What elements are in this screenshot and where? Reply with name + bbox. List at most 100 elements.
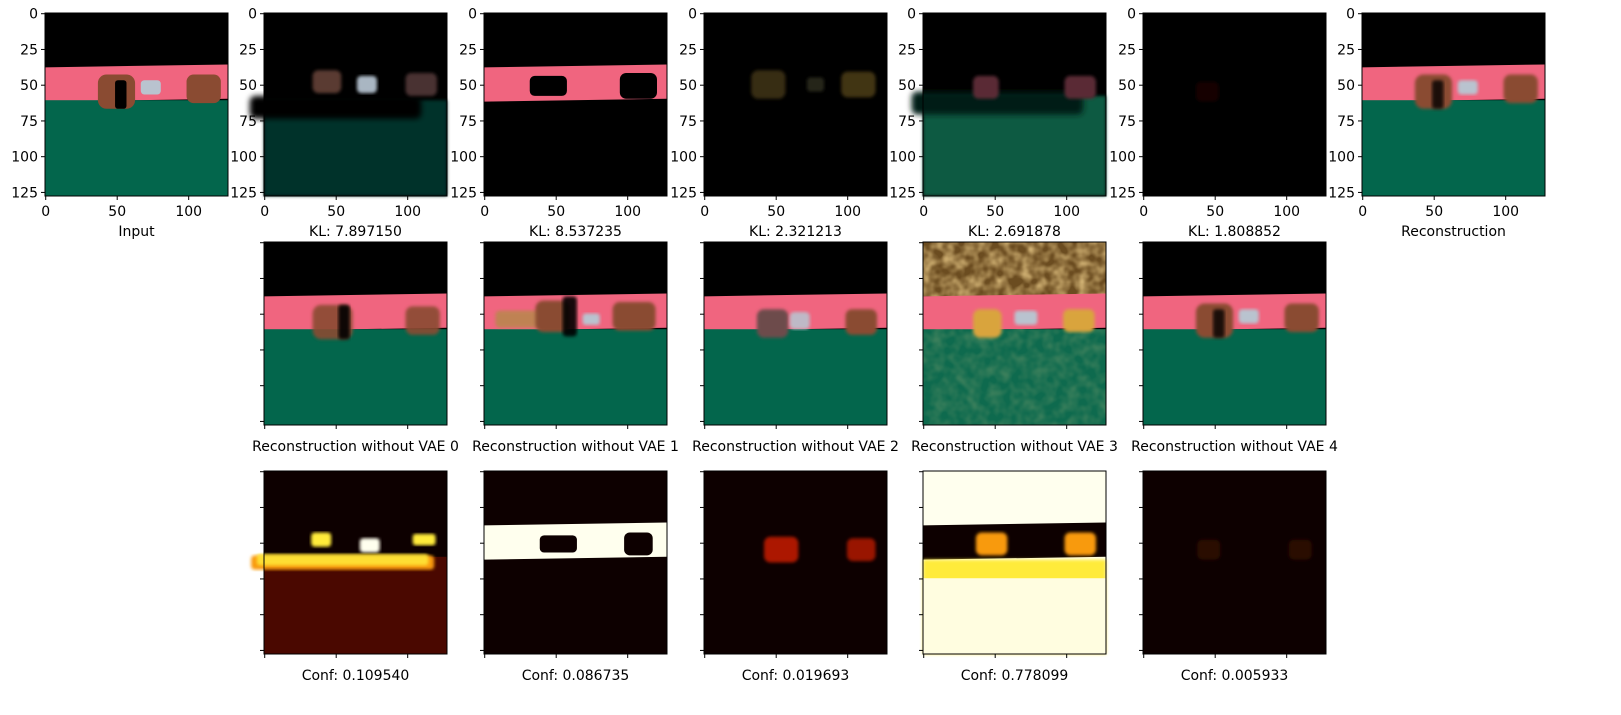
panel-frame (263, 241, 448, 426)
panel-frame (1142, 241, 1327, 426)
box-right (1064, 75, 1096, 99)
panel-frame (703, 470, 888, 655)
panel-label: Conf: 0.005933 (1181, 668, 1289, 684)
car (582, 313, 600, 325)
panel-label: KL: 8.537235 (529, 224, 622, 240)
box-right (186, 74, 221, 104)
panel-frame (703, 12, 888, 197)
y-tick-label: 25 (679, 42, 697, 58)
panel-label: Reconstruction without VAE 3 (911, 439, 1118, 455)
y-tick-label: 25 (459, 42, 477, 58)
panel-row2-0: Reconstruction without VAE 0 (252, 241, 459, 455)
box-shadow (1432, 80, 1444, 109)
panel-row3-3: Conf: 0.778099 (919, 470, 1107, 684)
faint-left (1197, 539, 1221, 560)
y-tick-label: 0 (907, 7, 916, 23)
panel-frame (922, 470, 1107, 655)
heat-right (846, 538, 876, 562)
y-tick-label: 25 (239, 42, 257, 58)
image-background (1143, 13, 1326, 196)
car (1014, 310, 1038, 325)
y-tick-label: 100 (1109, 150, 1136, 166)
box-right-mask (619, 73, 657, 99)
y-tick-label: 100 (450, 150, 477, 166)
y-tick-label: 50 (898, 78, 916, 94)
panel-label: KL: 2.691878 (968, 224, 1061, 240)
y-tick-label: 75 (679, 114, 697, 130)
box-right (1503, 74, 1538, 104)
y-tick-label: 0 (1346, 7, 1355, 23)
y-tick-label: 75 (1118, 114, 1136, 130)
image-background (704, 13, 887, 196)
heat-left (311, 532, 332, 547)
y-tick-label: 100 (1328, 150, 1355, 166)
box-left (751, 70, 786, 99)
x-tick-label: 50 (327, 204, 345, 220)
panel-row3-2: Conf: 0.019693 (700, 470, 888, 684)
x-tick-label: 100 (614, 204, 641, 220)
wall-band (923, 522, 1106, 560)
texture-noise (923, 242, 1106, 297)
y-tick-label: 75 (1337, 114, 1355, 130)
floor-region (1362, 100, 1545, 196)
panel-label: Conf: 0.086735 (522, 668, 630, 684)
box-left (756, 309, 789, 338)
panel-frame (1361, 12, 1546, 197)
heat-background (704, 471, 887, 654)
car (1457, 80, 1478, 95)
heat-right (412, 533, 436, 546)
heat-left (975, 532, 1008, 556)
faint-right (1288, 539, 1312, 560)
box-left (535, 300, 570, 333)
panel-row3-1: Conf: 0.086735 (480, 470, 668, 684)
y-tick-label: 0 (468, 7, 477, 23)
panel-frame (922, 12, 1107, 197)
image-background (484, 13, 667, 196)
y-tick-label: 125 (1328, 185, 1355, 201)
panel-label: Reconstruction without VAE 4 (1131, 439, 1338, 455)
floor-region (264, 329, 447, 425)
x-tick-label: 100 (394, 204, 421, 220)
heat-background (1143, 471, 1326, 654)
y-tick-label: 125 (230, 185, 257, 201)
x-tick-label: 0 (41, 204, 50, 220)
floor-region (484, 329, 667, 425)
y-tick-label: 100 (11, 150, 38, 166)
x-tick-label: 100 (1053, 204, 1080, 220)
dark-wave (911, 91, 1084, 115)
x-tick-label: 0 (919, 204, 928, 220)
panel-label: Reconstruction (1401, 224, 1506, 240)
panel-label: Conf: 0.019693 (742, 668, 850, 684)
heat-left (764, 536, 799, 563)
x-tick-label: 100 (175, 204, 202, 220)
panel-row2-3: Reconstruction without VAE 3 (911, 241, 1118, 455)
panel-label: Conf: 0.778099 (961, 668, 1069, 684)
panel-label: Reconstruction without VAE 2 (692, 439, 899, 455)
heat-background (484, 471, 667, 654)
x-tick-label: 50 (986, 204, 1004, 220)
panel-frame (483, 241, 668, 426)
x-tick-label: 50 (547, 204, 565, 220)
box-left (973, 309, 1002, 338)
y-tick-label: 50 (239, 78, 257, 94)
y-tick-label: 75 (459, 114, 477, 130)
box-shadow (338, 304, 350, 340)
car (806, 77, 825, 92)
panel-frame (922, 241, 1107, 426)
box-right (841, 71, 876, 98)
box-right (612, 302, 656, 331)
panel-frame (44, 12, 229, 197)
y-tick-label: 125 (11, 185, 38, 201)
x-tick-label: 50 (1425, 204, 1443, 220)
y-tick-label: 50 (679, 78, 697, 94)
panel-label: Conf: 0.109540 (302, 668, 410, 684)
y-tick-label: 100 (670, 150, 697, 166)
heat-right (1064, 532, 1096, 556)
y-tick-label: 75 (20, 114, 38, 130)
wall-band (264, 293, 447, 331)
x-tick-label: 0 (260, 204, 269, 220)
